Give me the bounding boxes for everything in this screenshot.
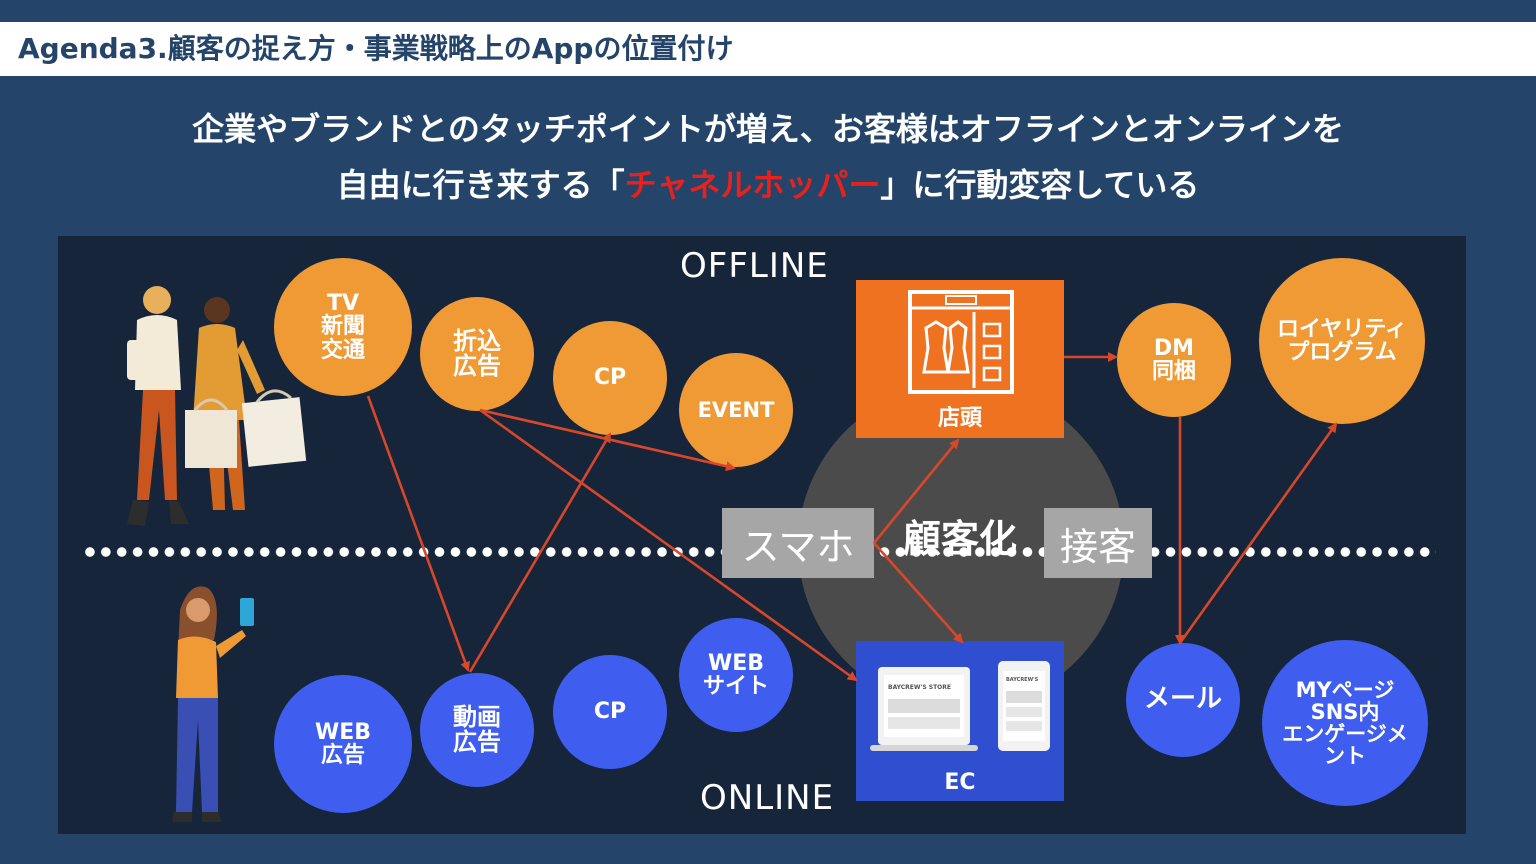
smartphone-user-illustration <box>172 586 254 822</box>
ec-label: EC <box>944 770 976 795</box>
arrow-mail-to-loyalty <box>1178 422 1338 644</box>
headline-accent: チャネルホッパー <box>624 166 881 204</box>
headline-line-2-pre: 自由に行き来する「 <box>336 166 625 204</box>
ec-node: BAYCREW'S STORE BAYCREW'S EC <box>856 641 1064 801</box>
arrow-smartphone-to-store <box>872 438 960 544</box>
arrow-tv-to-video-ad <box>366 395 470 672</box>
phone-brand-text: BAYCREW'S <box>1006 677 1039 683</box>
title-bar: Agenda3.顧客の捉え方・事業戦略上のAppの位置付け <box>0 22 1536 76</box>
customer-service-box: 接客 <box>1044 508 1152 578</box>
storefront-icon <box>908 290 1014 394</box>
node-mail: メール <box>1126 643 1240 757</box>
arrow-smartphone-to-ec <box>873 542 964 644</box>
node-web-ad: WEB 広告 <box>274 675 412 813</box>
customer-conversion-label: 顧客化 <box>902 517 1017 561</box>
arrow-flyer-to-event <box>479 408 736 472</box>
node-offline-cp: CP <box>553 321 667 435</box>
headline-line-2: 自由に行き来する「チャネルホッパー」に行動変容している <box>0 160 1536 206</box>
node-website: WEB サイト <box>679 618 793 732</box>
offline-label: OFFLINE <box>680 246 829 286</box>
node-dm-enclosure: DM 同梱 <box>1117 303 1231 417</box>
headline-line-2-post: 」に行動変容している <box>880 166 1200 204</box>
store-label: 店頭 <box>937 406 982 431</box>
arrow-video-ad-to-cp <box>468 432 612 673</box>
smartphone-box: スマホ <box>722 508 874 578</box>
shoppers-illustration <box>127 286 307 526</box>
store-node: 店頭 <box>856 280 1064 438</box>
ec-devices-icon: BAYCREW'S STORE BAYCREW'S <box>870 661 1050 751</box>
online-label: ONLINE <box>700 778 835 818</box>
node-video-ad: 動画 広告 <box>420 673 534 787</box>
node-event: EVENT <box>679 353 793 467</box>
node-online-cp: CP <box>553 655 667 769</box>
page-title: Agenda3.顧客の捉え方・事業戦略上のAppの位置付け <box>18 32 734 65</box>
node-mypage-sns: MYページ SNS内 エンゲージメ ント <box>1262 640 1428 806</box>
node-loyalty-program: ロイヤリティ プログラム <box>1259 258 1425 424</box>
node-tv-newspaper-transit: TV 新聞 交通 <box>274 258 412 396</box>
headline-line-1: 企業やブランドとのタッチポイントが増え、お客様はオフラインとオンラインを <box>192 110 1344 148</box>
node-flyer-ad: 折込 広告 <box>420 297 534 411</box>
laptop-brand-text: BAYCREW'S STORE <box>888 684 951 691</box>
arrow-flyer-to-ec <box>479 408 858 682</box>
